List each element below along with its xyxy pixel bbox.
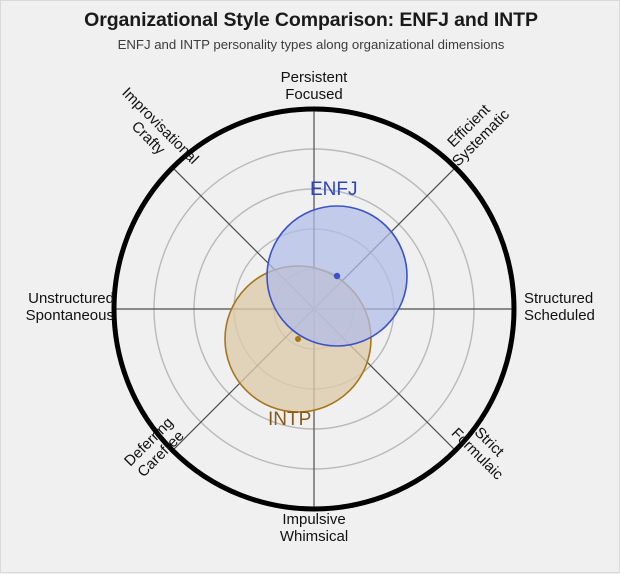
axis-label-right-line1: Structured	[524, 290, 594, 307]
axis-label-bottom: Impulsive Whimsical	[234, 511, 394, 545]
axis-label-top-line1: Persistent	[280, 69, 348, 86]
axis-label-top-line2: Focused	[285, 86, 343, 104]
chart-subtitle: ENFJ and INTP personality types along or…	[117, 37, 505, 52]
outer-boundary-ring	[111, 106, 517, 512]
series-marker-intp	[295, 336, 301, 342]
axis-label-bottom-line2: Whimsical	[279, 528, 349, 546]
series-marker-enfj	[333, 272, 341, 280]
axis-label-bottom-line1: Impulsive	[282, 511, 346, 528]
axis-label-right: Structured Scheduled	[524, 290, 620, 324]
series-label-enfj: ENFJ	[310, 179, 358, 200]
axis-label-left: Unstructured Spontaneous	[4, 290, 114, 324]
axis-label-left-line2: Spontaneous	[25, 307, 114, 325]
axis-label-right-line2: Scheduled	[524, 307, 595, 325]
series-label-intp: INTP	[268, 409, 312, 430]
axis-label-top: Persistent Focused	[234, 69, 394, 103]
axis-label-left-line1: Unstructured	[28, 290, 114, 307]
page-title: Organizational Style Comparison: ENFJ an…	[84, 9, 538, 31]
